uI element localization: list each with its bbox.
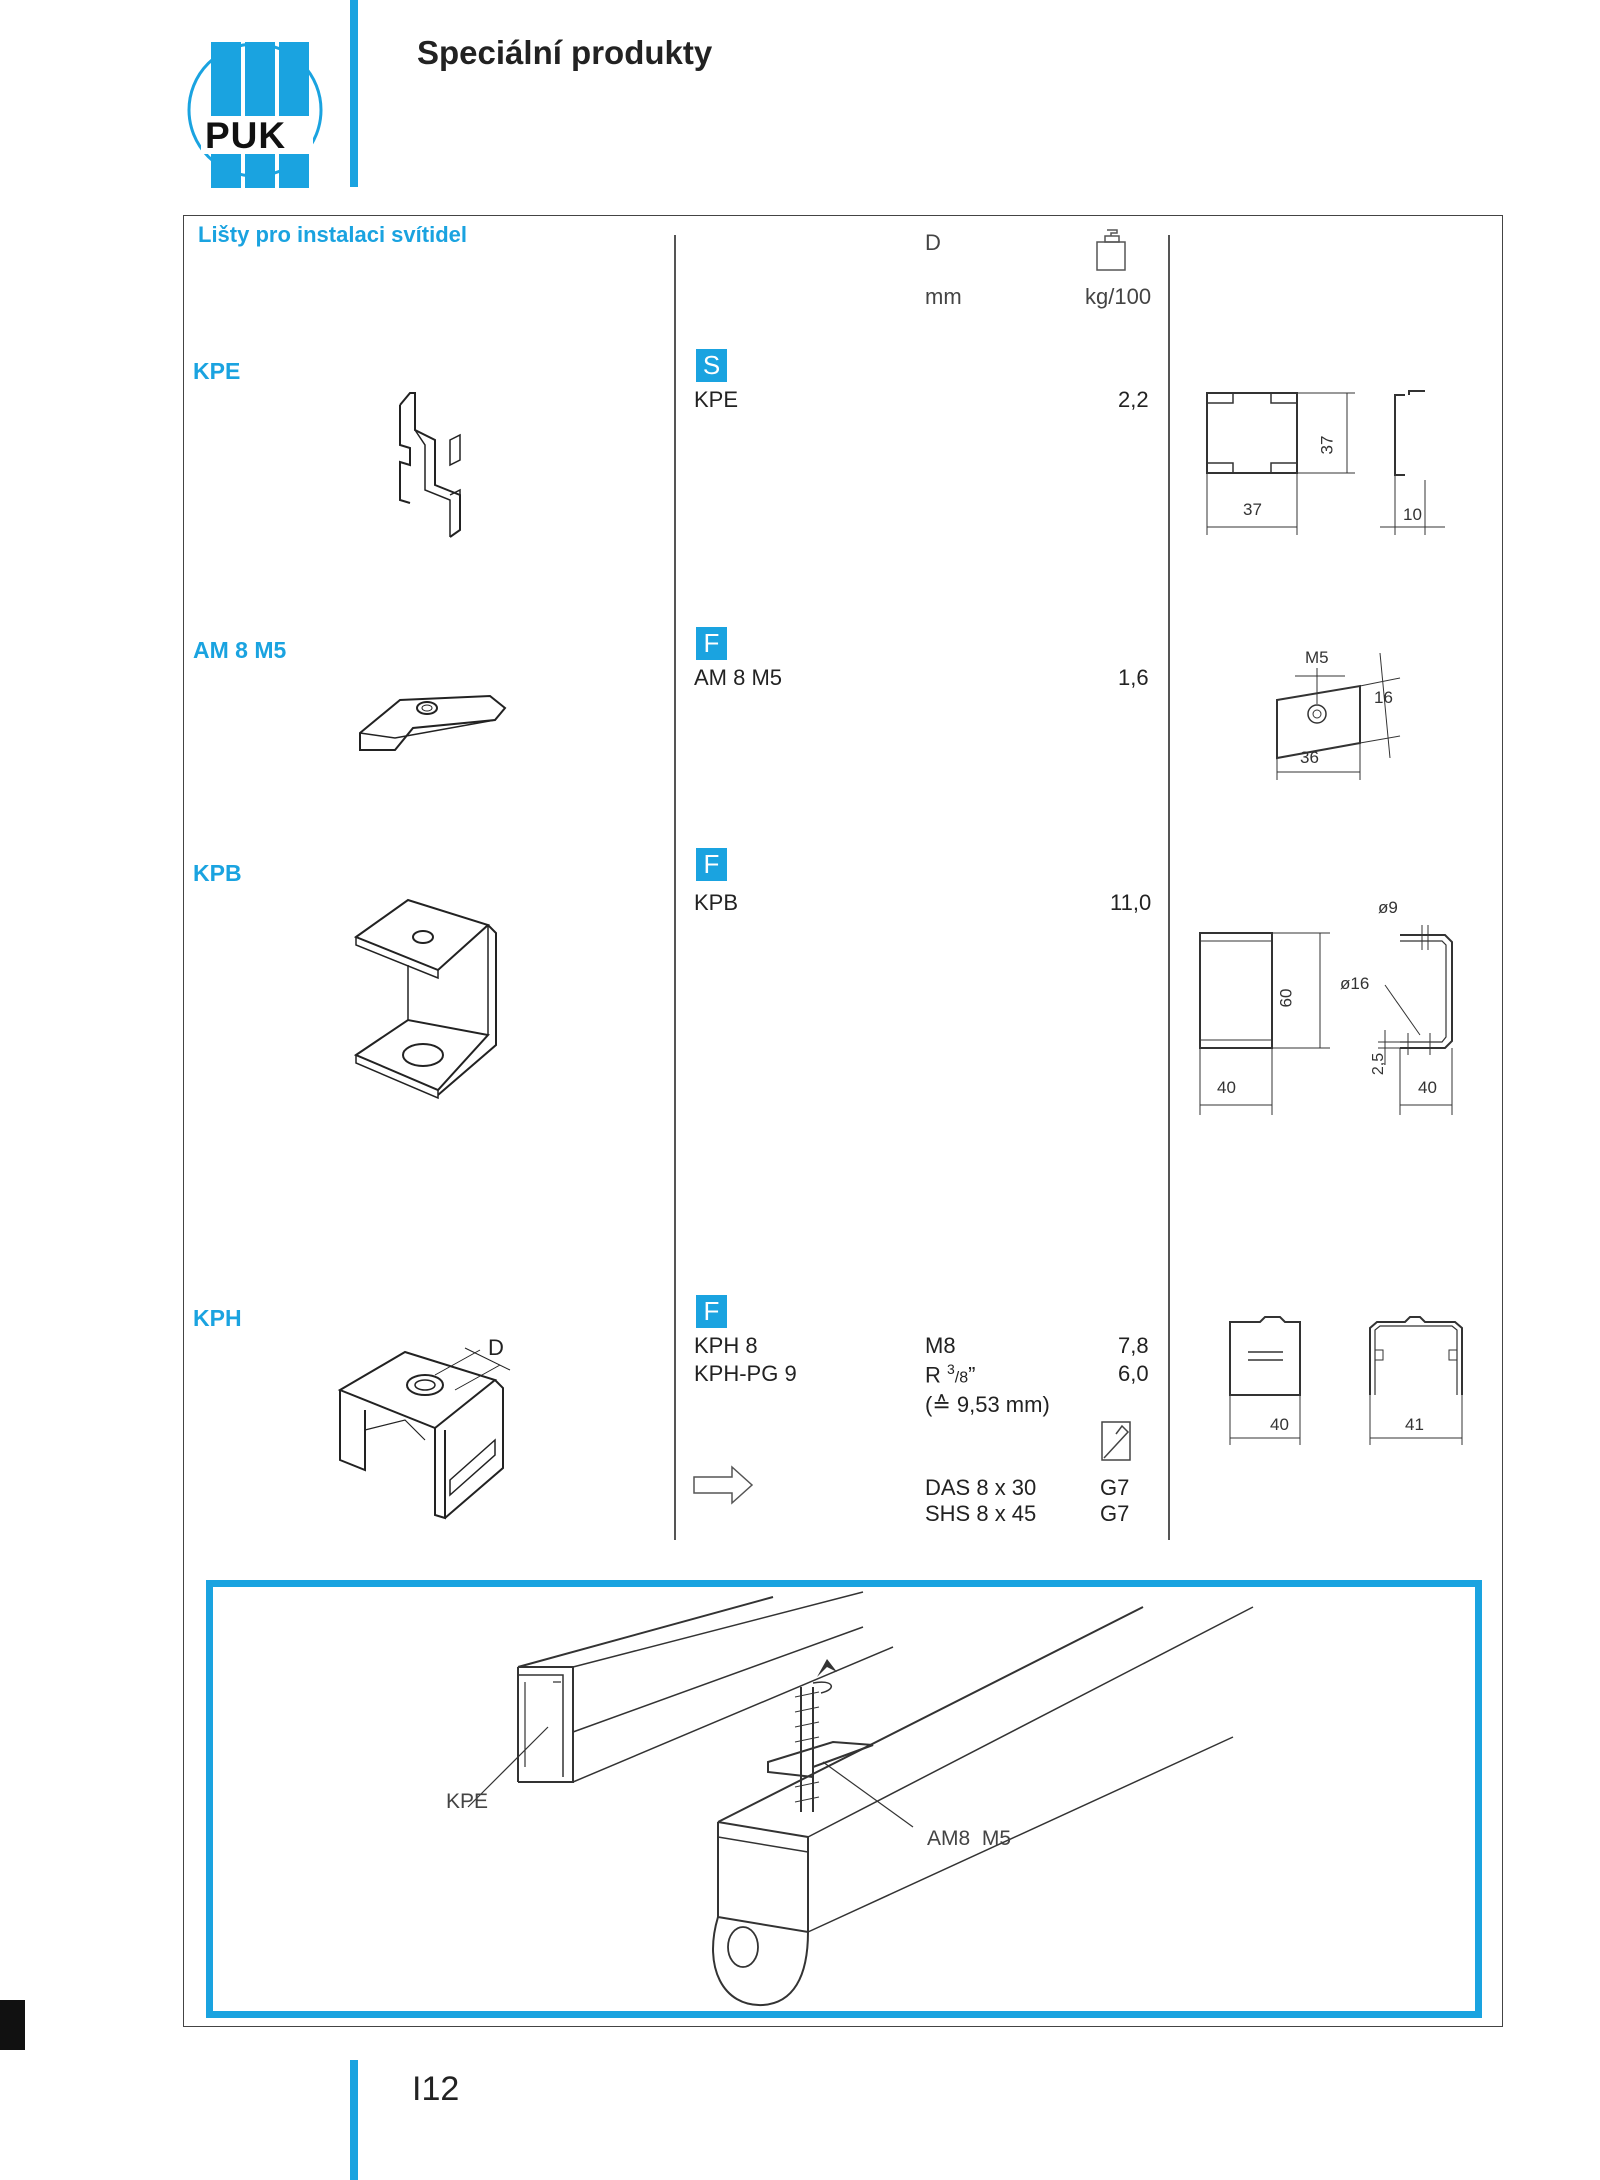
badge-s: S <box>696 349 727 382</box>
col-d-unit: mm <box>925 284 962 309</box>
item-weight: 1,6 <box>1118 665 1149 690</box>
page-number: I12 <box>412 2070 460 2108</box>
kpe-dim-depth: 10 <box>1403 505 1422 524</box>
column-divider-right <box>1168 235 1170 1540</box>
item-weight: 7,8 <box>1118 1333 1149 1358</box>
kpb-dim-w2: 40 <box>1418 1078 1437 1097</box>
kpb-dim-hole-small: ø9 <box>1378 898 1398 917</box>
group-label-kpb: KPB <box>193 860 242 886</box>
installation-label-am8m5: AM8 M5 <box>927 1827 1012 1850</box>
tool-icon <box>1101 1421 1131 1461</box>
am8m5-product-drawing <box>359 694 507 751</box>
item-name: AM 8 M5 <box>694 665 783 690</box>
kpe-dimension-drawing <box>1206 390 1445 535</box>
item-d: M8 <box>925 1333 956 1358</box>
kpb-product-drawing <box>353 898 497 1100</box>
kph-iso-label-d: D <box>488 1335 504 1360</box>
kpb-dim-t: 2,5 <box>1370 1052 1388 1076</box>
page-title: Speciální produkty <box>417 34 713 71</box>
group-label-kph: KPH <box>193 1305 242 1331</box>
weight-icon <box>1096 229 1126 271</box>
am8m5-dim-h: 16 <box>1374 688 1393 707</box>
item-name: KPE <box>694 387 739 412</box>
item-d: R 3/8” <box>925 1361 976 1388</box>
header-accent-bar <box>350 0 358 187</box>
kph-dim-w2: 41 <box>1405 1415 1424 1434</box>
group-label-am8m5: AM 8 M5 <box>193 637 287 663</box>
side-tab-marker <box>0 2000 25 2050</box>
item-weight: 6,0 <box>1118 1361 1149 1386</box>
accessory-name: SHS 8 x 45 <box>925 1501 1037 1526</box>
kpb-dim-hole-large: ø16 <box>1340 974 1370 993</box>
installation-illustration-box <box>206 1580 1482 2018</box>
footer-accent-bar <box>350 2060 358 2180</box>
installation-illustration <box>467 1591 1254 2007</box>
col-d-header: D <box>925 230 941 255</box>
kpb-dimension-drawing <box>1199 925 1453 1115</box>
kpe-dim-w: 37 <box>1243 500 1262 519</box>
item-weight: 2,2 <box>1118 387 1149 412</box>
logo-text: PUK <box>205 115 287 156</box>
arrow-icon <box>693 1465 754 1505</box>
am8m5-dim-w: 36 <box>1300 748 1319 767</box>
kph-product-drawing <box>337 1347 511 1520</box>
kpe-dim-h: 37 <box>1317 435 1337 455</box>
product-table-frame <box>183 215 1503 2027</box>
item-weight: 11,0 <box>1110 890 1152 915</box>
col-weight-unit: kg/100 <box>1085 284 1152 309</box>
column-divider-left <box>674 235 676 1540</box>
puk-logo <box>187 42 323 188</box>
am8m5-dim-thread: M5 <box>1305 648 1329 667</box>
accessory-name: DAS 8 x 30 <box>925 1475 1037 1500</box>
installation-label-kpe: KPE <box>446 1790 489 1813</box>
accessory-code: G7 <box>1100 1501 1130 1526</box>
badge-f: F <box>696 1295 727 1328</box>
item-name: KPH 8 <box>694 1333 758 1358</box>
group-label-kpe: KPE <box>193 358 241 384</box>
kpb-dim-h: 60 <box>1276 988 1296 1008</box>
item-name: KPH-PG 9 <box>694 1361 797 1386</box>
kph-dimension-drawing <box>1229 1316 1463 1445</box>
accessory-code: G7 <box>1100 1475 1130 1500</box>
badge-f: F <box>696 627 727 660</box>
section-title: Lišty pro instalaci svítidel <box>198 222 467 247</box>
thread-note: (≙ 9,53 mm) <box>925 1392 1050 1417</box>
item-name: KPB <box>694 890 739 915</box>
kpe-product-drawing <box>399 392 461 538</box>
badge-f: F <box>696 848 727 881</box>
am8m5-dimension-drawing <box>1276 652 1401 780</box>
kph-dim-w: 40 <box>1270 1415 1289 1434</box>
kpb-dim-w: 40 <box>1217 1078 1236 1097</box>
